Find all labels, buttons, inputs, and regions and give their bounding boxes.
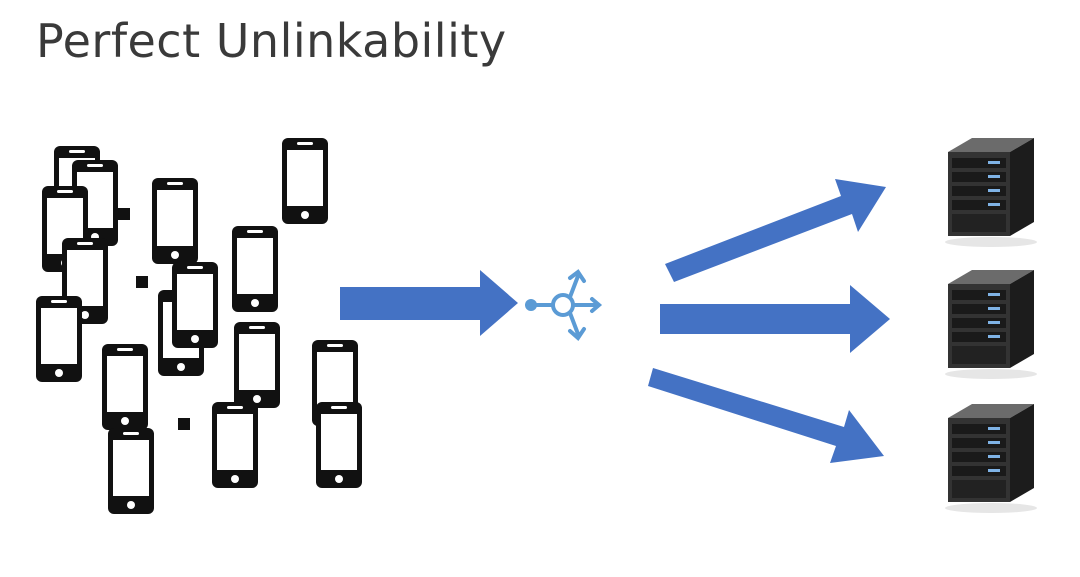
arrow-to-router <box>340 270 518 336</box>
server-icon <box>945 270 1037 379</box>
phone-icon <box>102 344 148 430</box>
fragment-icon <box>136 276 148 288</box>
router-icon <box>525 269 603 342</box>
phones-cluster <box>36 138 362 514</box>
fragment-icon <box>118 208 130 220</box>
fragment-icon <box>178 418 190 430</box>
phone-icon <box>36 296 82 382</box>
server-icon <box>945 138 1037 247</box>
phone-icon <box>234 322 280 408</box>
phone-icon <box>212 402 258 488</box>
phone-icon <box>172 262 218 348</box>
server-icon <box>945 404 1037 513</box>
arrow-to-server-1 <box>665 179 886 282</box>
phone-icon <box>108 428 154 514</box>
slide-title: Perfect Unlinkability <box>36 14 507 68</box>
phone-icon <box>282 138 328 224</box>
arrow-to-server-3 <box>648 368 884 463</box>
phone-icon <box>232 226 278 312</box>
arrow-to-server-2 <box>660 285 890 353</box>
phone-icon <box>152 178 198 264</box>
phone-icon <box>316 402 362 488</box>
